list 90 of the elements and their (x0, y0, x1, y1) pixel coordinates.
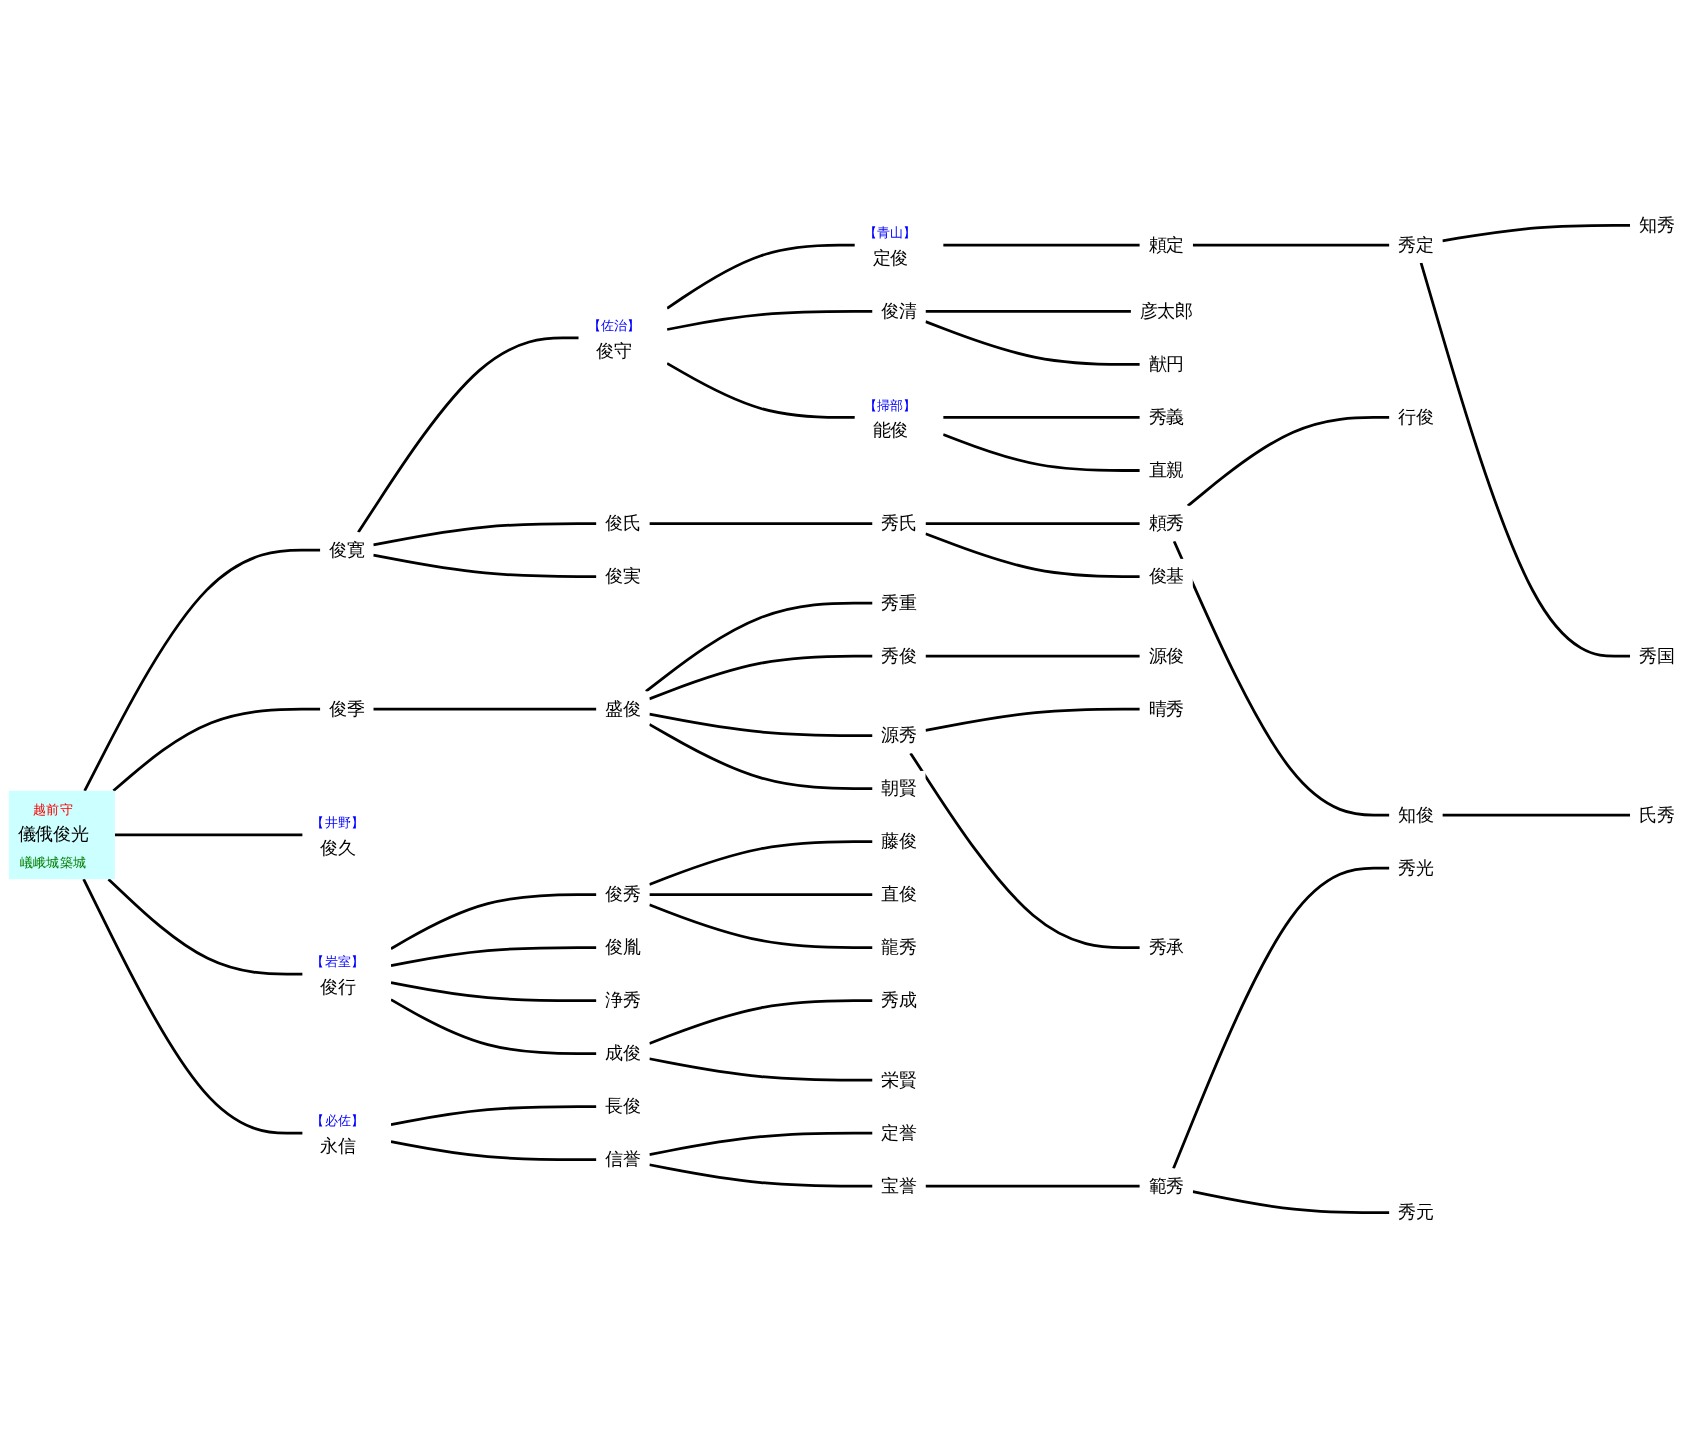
node-text: 盛俊 (605, 698, 641, 719)
node-text: 定誉 (881, 1122, 917, 1144)
connector (373, 707, 597, 711)
node-text: 頼定 (1148, 234, 1184, 256)
connector (943, 243, 1140, 247)
connector (112, 707, 321, 792)
connector (390, 893, 597, 950)
connector (925, 532, 1140, 578)
node-text: 秀義 (1148, 406, 1184, 428)
node-text: 知俊 (1398, 804, 1434, 826)
node-text: 浄秀 (605, 989, 641, 1011)
connector (666, 310, 873, 331)
node-text: 成俊 (605, 1042, 641, 1064)
connector (925, 1184, 1140, 1188)
connector (114, 833, 303, 837)
connector (925, 320, 1140, 366)
node-text: 秀元 (1398, 1201, 1434, 1223)
node-text: 秀俊 (881, 645, 917, 666)
connector (649, 1131, 873, 1156)
connector (373, 553, 597, 578)
connector (666, 362, 855, 419)
connector (925, 522, 1140, 525)
connector (649, 893, 873, 896)
node-text: 直親 (1148, 459, 1184, 481)
connector (925, 707, 1140, 732)
connector (390, 981, 597, 1002)
connector (1186, 416, 1390, 507)
connector (943, 416, 1140, 419)
connector (1192, 1190, 1390, 1215)
node-text: 秀承 (1148, 936, 1184, 958)
node-text: 俊胤 (605, 936, 641, 958)
connector (1192, 243, 1390, 247)
connector (390, 1105, 597, 1127)
connector (909, 752, 1140, 949)
connector (1172, 866, 1390, 1170)
connector (666, 243, 855, 310)
node-text: 藤俊 (881, 830, 917, 852)
node-text: 秀定 (1398, 234, 1434, 256)
connector (648, 903, 873, 949)
connector (373, 522, 597, 547)
connector (390, 1140, 597, 1162)
connector (648, 654, 873, 701)
node-text: 彦太郎 (1139, 300, 1193, 322)
connector (649, 1163, 873, 1188)
connector (1442, 223, 1631, 243)
connector (390, 946, 597, 967)
node-text: 長俊 (605, 1095, 641, 1117)
connector (925, 310, 1131, 313)
node-text: 栄賢 (881, 1069, 917, 1091)
connector (645, 601, 873, 693)
node-text: 俊秀 (605, 883, 641, 905)
node-text: 宝誉 (881, 1175, 917, 1197)
node-text: 猷円 (1148, 353, 1184, 375)
connector (82, 878, 303, 1135)
node-text: 頼秀 (1148, 512, 1184, 534)
connector (1419, 262, 1631, 658)
node-text: 俊清 (881, 300, 917, 322)
connector (648, 723, 873, 790)
node-text: 行俊 (1398, 406, 1434, 428)
connector (357, 336, 579, 534)
node-text: 秀成 (881, 989, 917, 1011)
node-text: 氏秀 (1638, 804, 1675, 826)
node-text: 秀光 (1398, 857, 1434, 879)
connector (107, 878, 303, 976)
node-text: 源秀 (881, 724, 917, 746)
connector (942, 433, 1140, 472)
node-text: 晴秀 (1148, 698, 1184, 719)
connector (1442, 813, 1631, 817)
connector (648, 840, 873, 886)
node-text: 俊実 (605, 565, 641, 587)
connector (649, 1057, 873, 1082)
connector (925, 654, 1140, 658)
connector (390, 998, 597, 1056)
node-text: 俊氏 (605, 512, 641, 534)
connector (649, 522, 873, 525)
node-text: 信誉 (605, 1148, 641, 1170)
node-text: 秀氏 (881, 512, 917, 534)
connector (648, 999, 873, 1045)
node-text: 龍秀 (881, 936, 917, 958)
node-text: 直俊 (881, 883, 917, 905)
connector (1172, 540, 1390, 817)
node-text: 俊季 (329, 698, 365, 719)
node-text: 秀重 (881, 591, 917, 613)
node-text: 範秀 (1148, 1175, 1184, 1197)
node-text: 知秀 (1638, 214, 1675, 236)
node-text: 俊寛 (329, 538, 365, 560)
node-text: 秀国 (1638, 645, 1675, 666)
connector (83, 548, 321, 792)
node-text: 源俊 (1148, 645, 1184, 666)
connector (649, 712, 873, 737)
